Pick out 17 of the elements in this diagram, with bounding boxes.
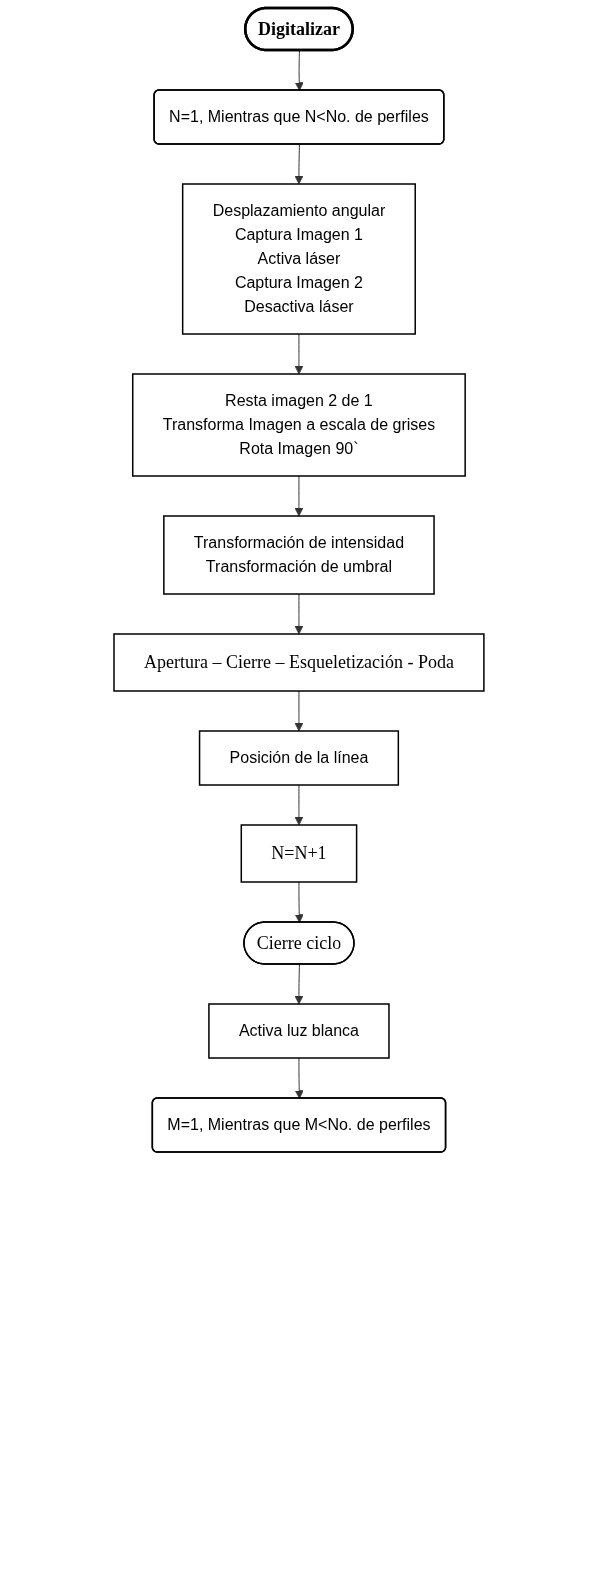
arrow xyxy=(294,881,304,923)
node-box: Posición de la línea xyxy=(198,730,399,786)
arrow xyxy=(294,1057,304,1099)
node-box: Apertura – Cierre – Esqueletización - Poda xyxy=(112,633,485,692)
node-box: Transformación de intensidad Transformación de umbral xyxy=(162,515,435,595)
arrow xyxy=(294,50,304,91)
arrow xyxy=(294,475,303,517)
node-box: Resta imagen 2 de 1 Transforma Imagen a escala de grises Rota Imagen 90` xyxy=(131,373,466,477)
node-box: N=N+1 xyxy=(240,824,357,883)
arrow xyxy=(294,144,303,185)
node-box: Activa luz blanca xyxy=(207,1003,390,1059)
arrow xyxy=(294,964,303,1005)
arrow xyxy=(294,333,303,375)
arrow xyxy=(294,690,303,732)
arrow xyxy=(294,784,303,826)
node-box: Desplazamiento angular Captura Imagen 1 Activa láser Captura Imagen 2 Desactiva láser xyxy=(181,183,416,335)
arrow xyxy=(294,593,303,635)
